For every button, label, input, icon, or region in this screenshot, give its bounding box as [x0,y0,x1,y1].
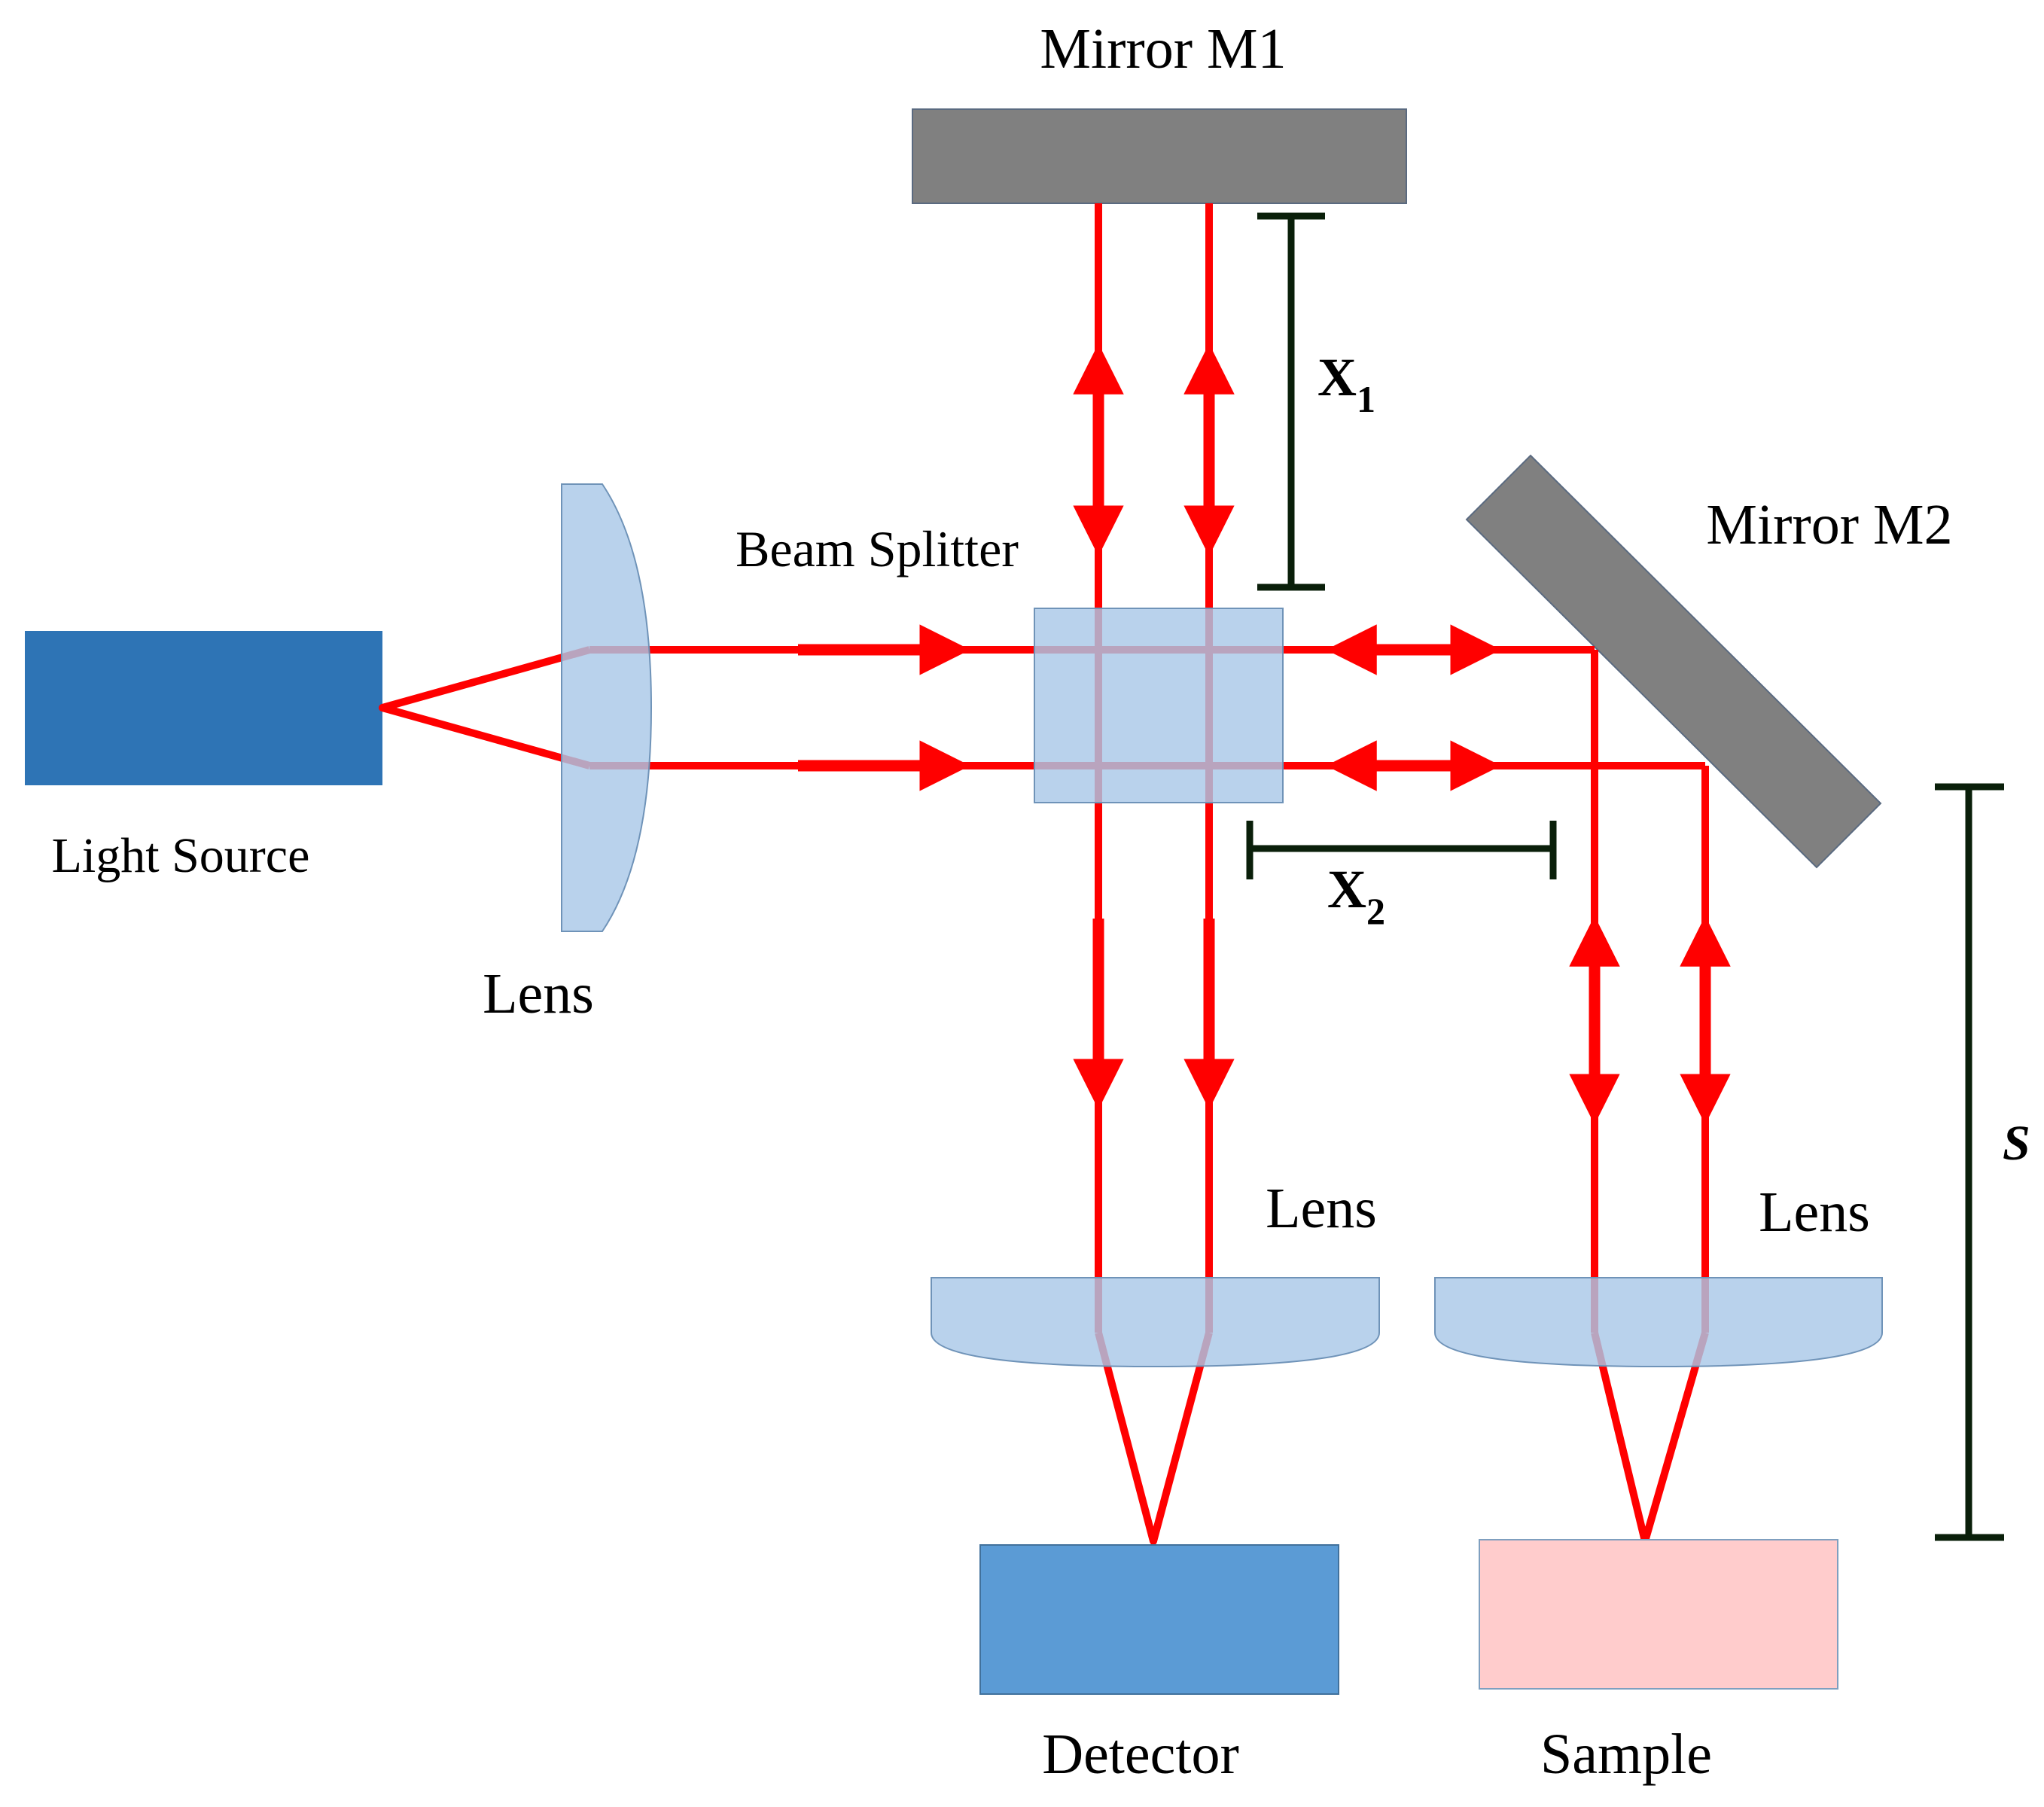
detector [979,1544,1339,1695]
label-sample: Sample [1540,1723,1712,1786]
dimension-x2 [1246,821,1557,879]
lens-left [561,483,653,932]
mirror-m1 [912,108,1407,204]
dimension-s [1935,783,2004,1541]
label-mirror-m2: Mirror M2 [1706,493,1952,556]
label-x1: X1 [1317,347,1375,420]
dimension-x1 [1257,212,1325,591]
label-lens-center: Lens [1266,1177,1377,1240]
label-s: S [2003,1116,2030,1171]
beam-splitter [1034,608,1284,803]
label-light-source: Light Source [52,828,310,883]
label-x2: X2 [1327,859,1385,932]
label-beam-splitter: Beam Splitter [736,520,1019,577]
lens-center [931,1277,1380,1368]
label-mirror-m1: Mirror M1 [1040,17,1286,81]
mirror-m2 [1465,454,1882,869]
label-lens-right: Lens [1759,1181,1870,1244]
lens-right [1434,1277,1883,1368]
sample [1479,1539,1838,1690]
label-detector: Detector [1042,1723,1239,1786]
beam-source-fan [379,646,591,769]
label-lens-left: Lens [483,962,594,1025]
light-source [25,631,382,785]
beam-converge-detector [1095,1331,1213,1545]
beam-arrows [798,343,1731,1125]
dimension-bars [1246,212,2004,1541]
